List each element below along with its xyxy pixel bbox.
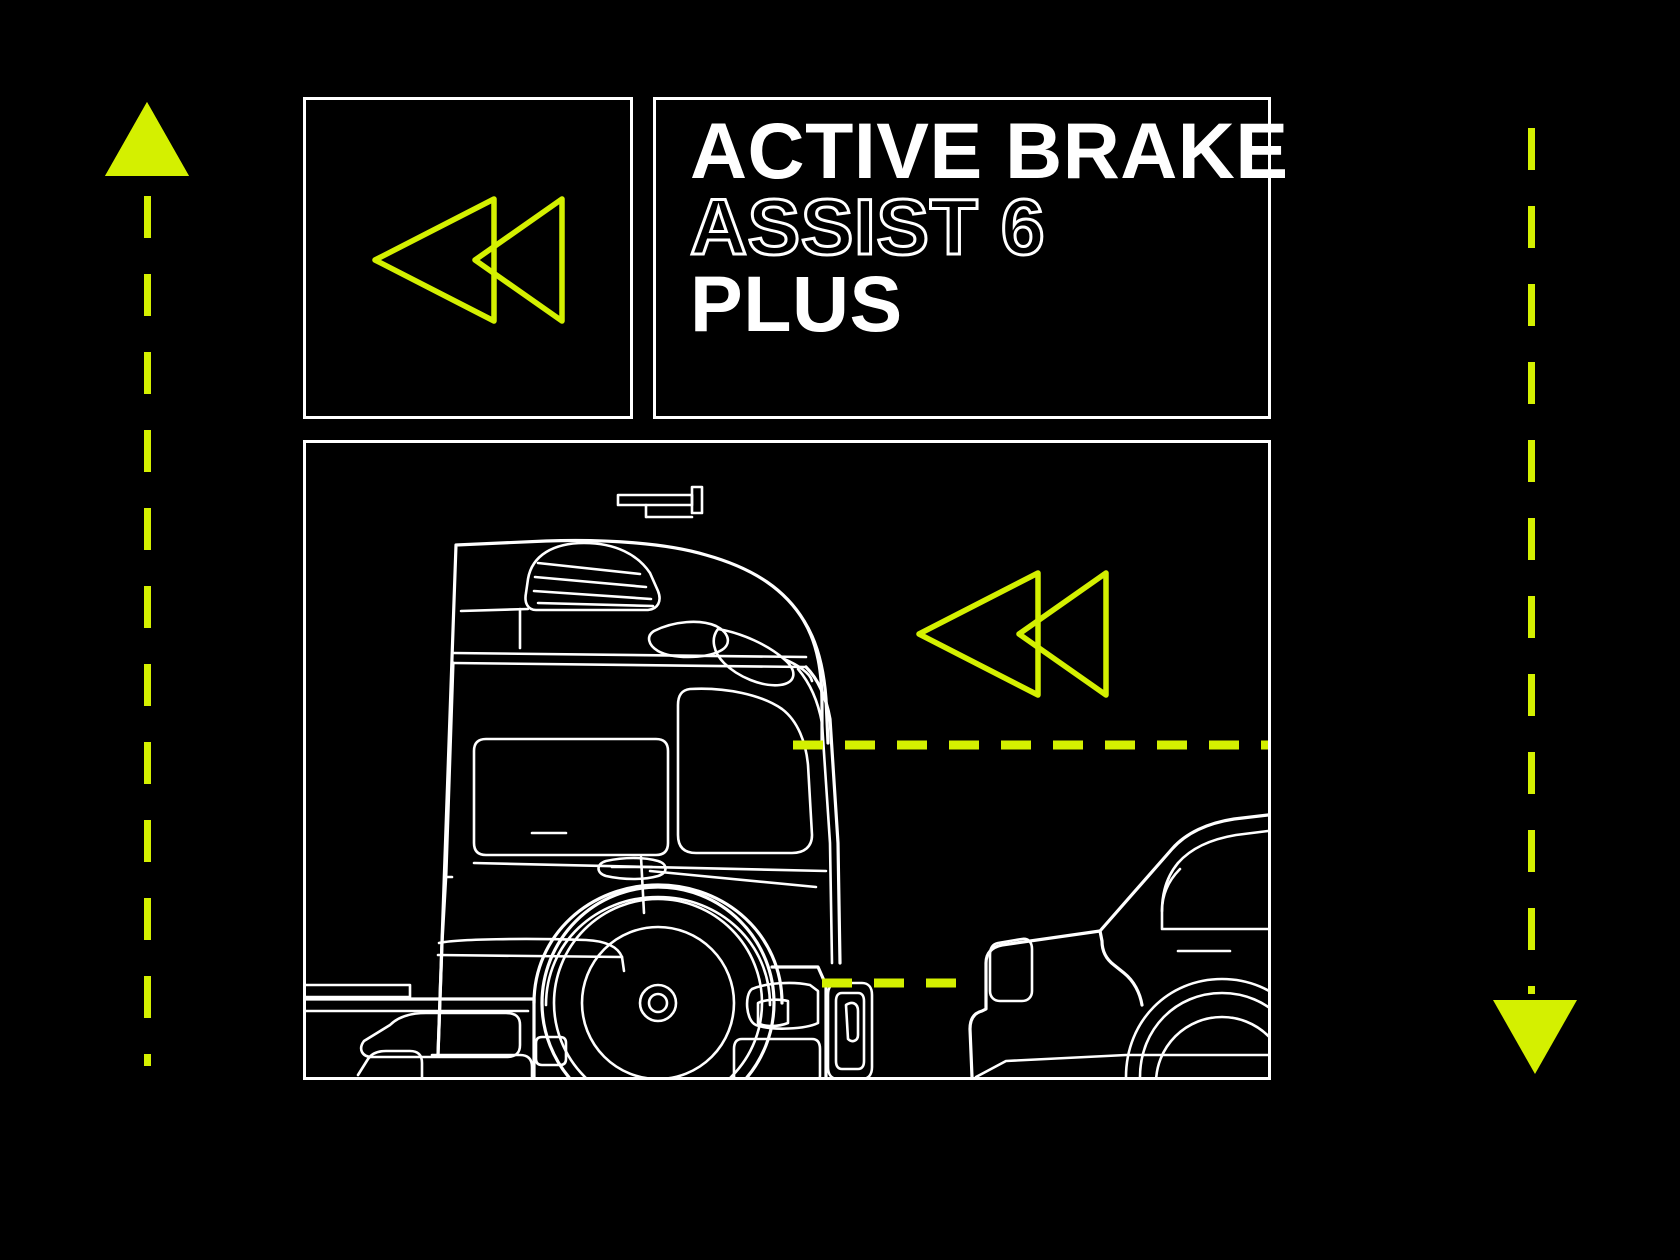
title-panel: ACTIVE BRAKE ASSIST 6 PLUS	[653, 97, 1289, 419]
scene-panel	[303, 440, 1271, 1080]
car-rear-wheel	[1124, 977, 1268, 1077]
truck-roof-antenna	[616, 485, 704, 519]
truck-side-fairing	[306, 983, 536, 1077]
down-arrow-marker	[1493, 1000, 1577, 1074]
truck-front-wheel	[540, 885, 776, 1077]
dashed-guide-line-right	[1528, 128, 1535, 994]
car-tail-lamp	[988, 937, 1034, 1003]
sensor-double-chevron-left-icon	[916, 570, 1109, 698]
title-line-suffix: PLUS	[690, 258, 903, 348]
truck-roof-deflector	[647, 620, 814, 687]
semi-truck-cab-side-view	[306, 485, 874, 1077]
car-rear-window	[1160, 829, 1268, 931]
double-chevron-left-icon	[372, 196, 565, 324]
truck-roof-air-intake	[524, 541, 661, 612]
title-line-outline: ASSIST 6	[689, 182, 1047, 272]
up-arrow-marker	[105, 102, 189, 176]
logo-panel	[303, 97, 633, 419]
truck-door-handle	[597, 856, 667, 881]
title-block: ACTIVE BRAKE ASSIST 6 PLUS	[689, 106, 1289, 348]
title-line-primary: ACTIVE BRAKE	[690, 106, 1289, 195]
dashed-guide-line-left	[144, 196, 151, 1066]
truck-side-window	[472, 737, 670, 857]
passenger-car-rear-view	[968, 813, 1268, 1077]
truck-windshield	[676, 687, 814, 855]
truck-detecting-car-illustration	[306, 485, 1268, 1077]
